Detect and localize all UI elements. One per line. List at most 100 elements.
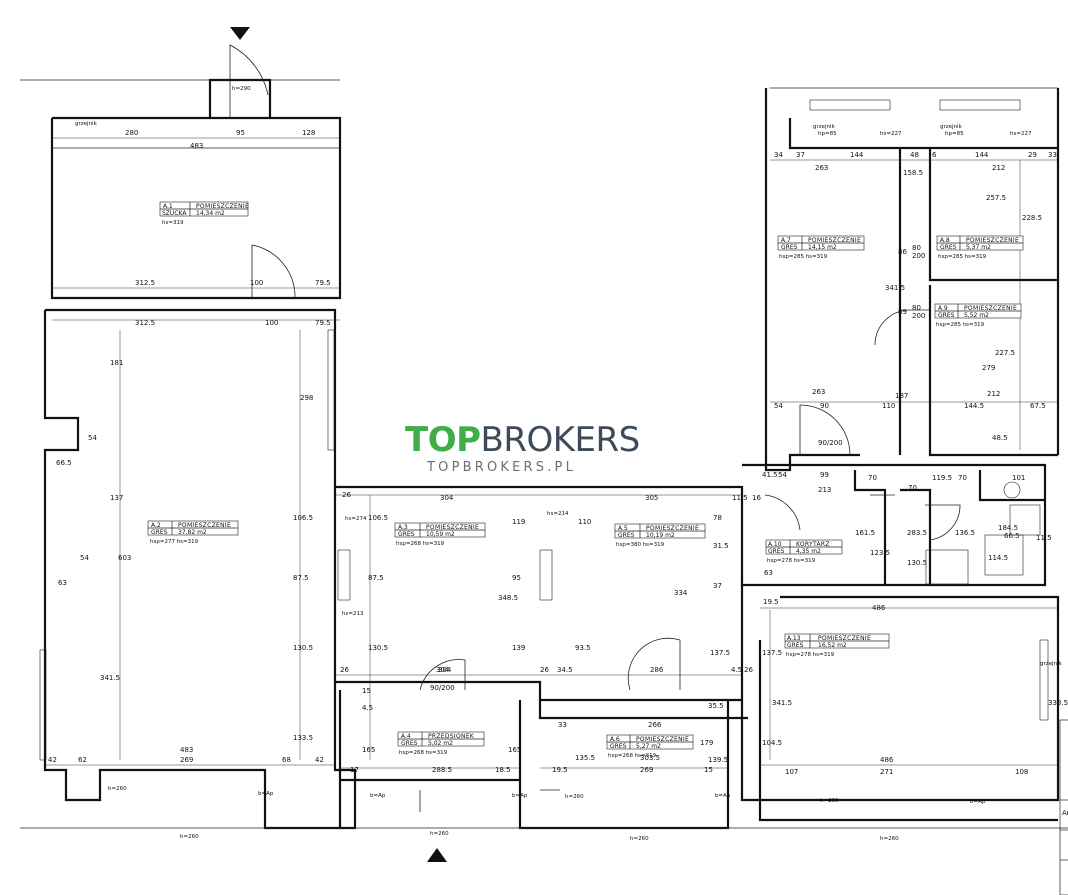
dim-label: 62: [78, 756, 87, 764]
dim-label: 227.5: [995, 349, 1015, 357]
dim-label: 15: [362, 687, 371, 695]
room-floor: SZUCKA: [162, 210, 187, 217]
dim-label: 136.5: [955, 529, 975, 537]
room-area: 5,02 m2: [428, 740, 453, 747]
dim-label: 95: [512, 574, 521, 582]
dim-label: 101: [1012, 474, 1025, 482]
dim-label: 334: [674, 589, 688, 597]
note-label: h=260: [108, 786, 127, 792]
dim-label: 144.5: [964, 402, 984, 410]
dim-label: 26: [540, 666, 549, 674]
dim-label: 54: [80, 554, 89, 562]
walls: [20, 78, 1068, 830]
dim-label: 70: [868, 474, 877, 482]
room-floor: GRES: [787, 642, 804, 649]
dimension-labels: 280 95 128 483 312.5 100 79.5 312.5 100 …: [48, 86, 1068, 842]
dim-label: 19.5: [552, 766, 568, 774]
room-area: 5,52 m2: [964, 312, 989, 319]
dim-label: 4.5: [731, 666, 742, 674]
dim-label: 483: [190, 142, 203, 150]
dim-label: 100: [265, 319, 278, 327]
door-label: 90/200: [430, 684, 455, 692]
room-floor: GRES: [398, 531, 415, 538]
note-label: h=260: [180, 834, 199, 840]
room-label-a6: A.6 POMIESZCZENIE GRES 5,27 m2 hsp=268 h…: [606, 734, 694, 759]
dim-label: 486: [872, 604, 886, 612]
note-label: grzejnik: [75, 121, 98, 127]
dim-label: 79.5: [315, 279, 331, 287]
dim-label: 70: [958, 474, 967, 482]
note-label: hp=85: [818, 131, 837, 137]
dim-label: 70: [908, 484, 917, 492]
room-title: POMIESZCZENIE: [964, 305, 1017, 312]
note-label: h=260: [565, 794, 584, 800]
dim-label: 80: [912, 244, 921, 252]
dim-label: 26: [342, 491, 351, 499]
note-label: hs=227: [1010, 131, 1032, 137]
dim-label: 80: [912, 304, 921, 312]
note-label: grzejnik: [940, 124, 963, 130]
dim-label: 187: [895, 392, 908, 400]
dim-label: 11.5: [1036, 534, 1052, 542]
dim-label: 108: [1015, 768, 1028, 776]
room-height: hsp=285 hs=319: [779, 254, 828, 260]
logo-wordmark: TOPBROKERS: [405, 422, 665, 458]
dim-label: 66.5: [1004, 532, 1020, 540]
room-area: 5,27 m2: [636, 743, 661, 750]
dim-label: 34: [774, 151, 783, 159]
note-label: b=Ap: [512, 793, 528, 799]
room-id: A.10: [768, 541, 782, 548]
room-label-a2: A.2 POMIESZCZENIE GRES 37,82 m2 hsp=277 …: [147, 520, 239, 545]
room-label-a1: A.1 POMIESZCZENIE SZUCKA 14,34 m2 hs=319: [159, 201, 249, 226]
room-height: hsp=268 hs=319: [399, 750, 448, 756]
dim-label: 213: [818, 486, 831, 494]
dim-label: 87.5: [293, 574, 309, 582]
room-height: hsp=268 hs=319: [396, 541, 445, 547]
dim-label: 139.5: [708, 756, 728, 764]
note-label: grzejnik: [813, 124, 836, 130]
room-floor: GRES: [401, 740, 418, 747]
dim-label: 269: [180, 756, 193, 764]
note-label: h=260: [820, 798, 839, 804]
room-area: 37,82 m2: [178, 529, 207, 536]
room-title: POMIESZCZENIE: [426, 524, 479, 531]
room-label-a8: A.8 POMIESZCZENIE GRES 5,37 m2 hsp=285 h…: [936, 235, 1024, 260]
dim-label: 257.5: [986, 194, 1006, 202]
room-area: 10,19 m2: [646, 532, 675, 539]
room-area: 14,15 m2: [808, 244, 837, 251]
note-label: h=260: [630, 836, 649, 842]
room-height: hs=319: [162, 220, 184, 226]
dim-label: 279: [982, 364, 995, 372]
dim-label: 17: [350, 766, 359, 774]
entrance-arrow-top-icon: [230, 27, 250, 40]
room-floor: GRES: [781, 244, 798, 251]
dim-label: 303.5: [640, 754, 660, 762]
dim-label: 66.5: [56, 459, 72, 467]
room-area: 5,37 m2: [966, 244, 991, 251]
dim-label: 41.5: [762, 471, 778, 479]
dim-label: 68: [282, 756, 291, 764]
logo-part-brokers: BROKERS: [480, 420, 641, 460]
room-id: A.7: [781, 237, 791, 244]
dim-label: 19.5: [763, 598, 779, 606]
dim-label: 128: [302, 129, 315, 137]
dim-label: 603: [118, 554, 131, 562]
logo-website: TOPBROKERS.PL: [427, 460, 577, 475]
room-area: 14,34 m2: [196, 210, 225, 217]
dim-label: 119: [512, 518, 525, 526]
room-area: 16,52 m2: [818, 642, 847, 649]
room-title: POMIESZCZENIE: [966, 237, 1019, 244]
dim-label: 31.5: [713, 542, 729, 550]
room-height: hsp=278 hs=319: [767, 558, 816, 564]
dim-label: 18.5: [495, 766, 511, 774]
dim-label: 304: [440, 494, 454, 502]
door-label: 90/200: [818, 439, 843, 447]
note-label: hs=214: [547, 511, 569, 517]
room-labels: A.1 POMIESZCZENIE SZUCKA 14,34 m2 hs=319…: [147, 201, 1024, 759]
room-height: hsp=277 hs=319: [150, 539, 199, 545]
dim-label: 184.5: [998, 524, 1018, 532]
windows: [39, 99, 1049, 761]
room-floor: GRES: [938, 312, 955, 319]
dim-label: 114.5: [988, 554, 1008, 562]
dim-label: 228.5: [1022, 214, 1042, 222]
